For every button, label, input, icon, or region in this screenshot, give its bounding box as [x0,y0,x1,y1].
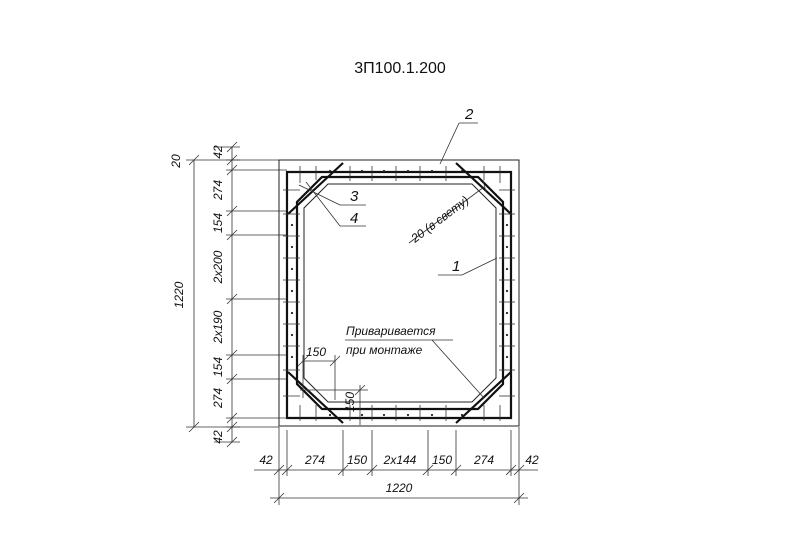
dim-bottom-150-left: 150 [347,453,367,467]
dim-inner-150-vertical: 150 [343,392,357,412]
note-weld-line2: при монтаже [346,343,423,357]
dim-bottom-2x144: 2x144 [383,453,417,467]
dim-top-offset: 20 [169,154,183,169]
dim-inner-150-horizontal: 150 [306,345,326,359]
dim-left-overall: 1220 [172,281,186,308]
rebar-dots [290,169,509,417]
outer-outline [278,159,520,427]
dim-left-154-top: 154 [211,213,225,233]
left-dimension-lines [186,141,287,448]
inner-rebar-cage [295,175,505,411]
dim-bottom-150-right: 150 [432,453,452,467]
dim-bottom-overall: 1220 [386,481,413,495]
inner-opening [303,183,497,403]
dim-bottom-274-left: 274 [304,453,325,467]
dim-left-274-bottom: 274 [211,388,225,409]
callout-leaders [298,122,498,399]
note-gap-clear: 20 (в свету) [408,193,472,246]
dim-bottom-274-right: 274 [473,453,494,467]
dim-left-2x190: 2x190 [211,310,225,344]
dim-bottom-42-left: 42 [259,453,273,467]
drawing-title: 3П100.1.200 [354,60,446,77]
inner-dimension-lines [297,355,368,425]
dim-left-42-bottom: 42 [211,430,225,444]
outer-rebar-cage [285,170,513,420]
callout-1: 1 [452,258,460,275]
dim-left-42-top: 42 [211,145,225,159]
bottom-dimension-lines [254,427,538,505]
note-weld-line1: Приваривается [346,324,436,338]
callout-4: 4 [350,210,358,227]
dim-left-2x200: 2x200 [211,250,225,284]
dim-left-154-bottom: 154 [211,357,225,377]
callout-2: 2 [464,106,474,123]
stirrup-ticks [283,166,515,421]
dim-bottom-42-right: 42 [525,453,539,467]
dim-left-274-top: 274 [211,180,225,201]
callout-3: 3 [350,188,359,205]
